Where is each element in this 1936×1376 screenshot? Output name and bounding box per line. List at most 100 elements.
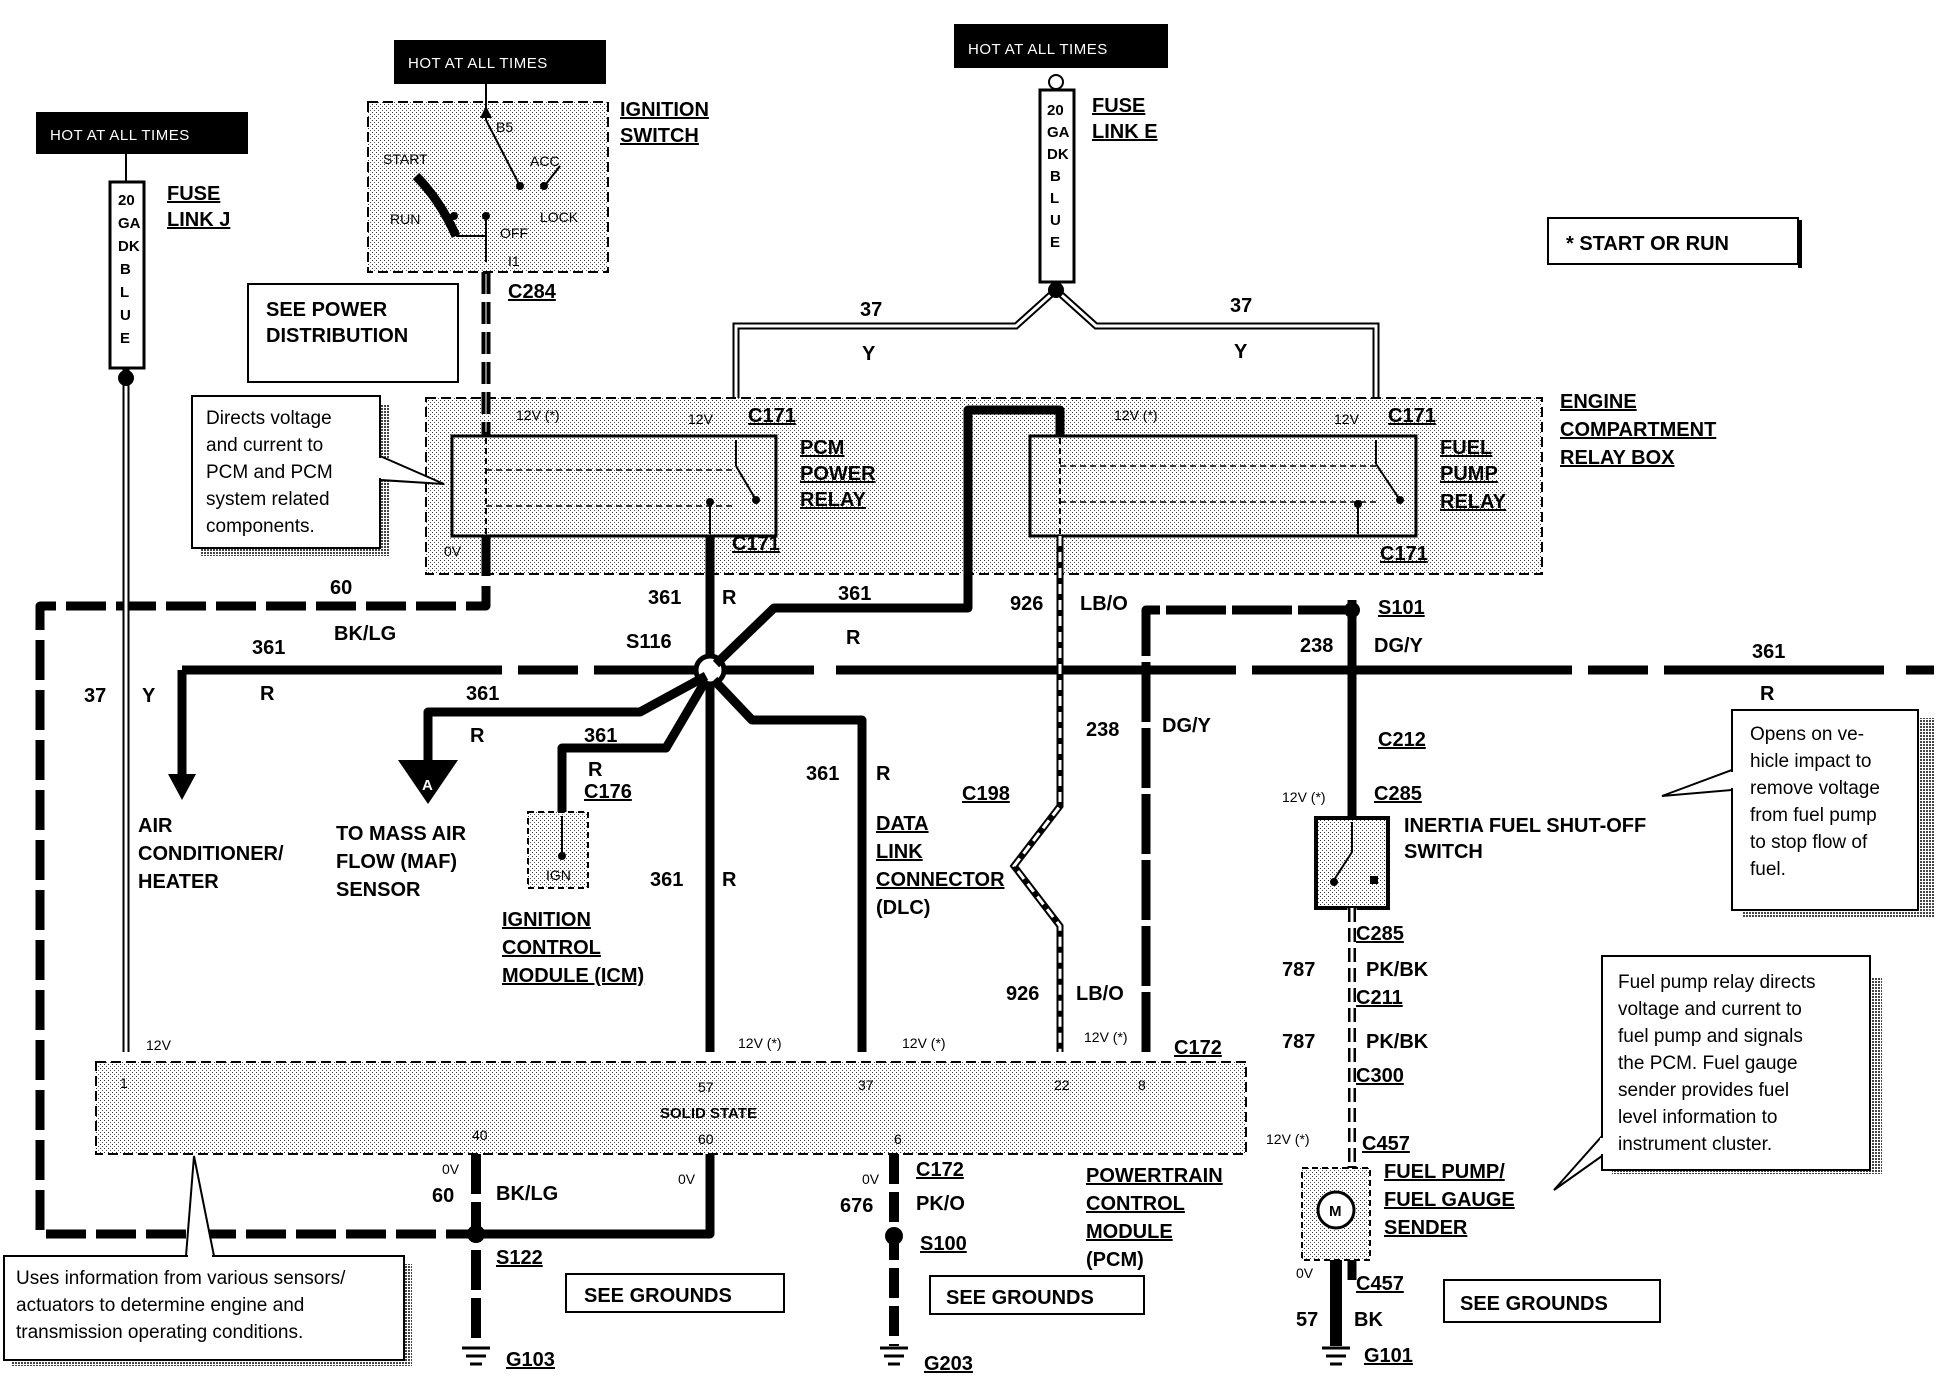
ignition-switch: B5 START ACC RUN LOCK OFF I1 IGNITION SW… <box>367 84 709 303</box>
wire-787-pkbk: C285 787 PK/BK C211 787 PK/BK C300 12V (… <box>1266 908 1429 1166</box>
svg-text:FUSE: FUSE <box>167 183 220 205</box>
svg-text:C457: C457 <box>1356 1273 1404 1295</box>
ignition-control-module: IGN IGNITION CONTROL MODULE (ICM) <box>502 811 644 987</box>
svg-text:LB/O: LB/O <box>1076 983 1124 1005</box>
svg-text:Y: Y <box>862 343 876 365</box>
svg-text:C457: C457 <box>1362 1133 1410 1155</box>
svg-text:S100: S100 <box>920 1233 967 1255</box>
svg-text:0V: 0V <box>444 543 462 559</box>
svg-text:actuators to determine engine: actuators to determine engine and <box>16 1295 304 1316</box>
svg-text:S101: S101 <box>1378 597 1425 619</box>
fuse-link-e: 20 GA DK B L U E FUSE LINK E <box>1038 74 1158 284</box>
wire-676-pko: 0V C172 676 PK/O S100 G203 <box>840 1154 973 1375</box>
engine-compartment-relay-box: ENGINE COMPARTMENT RELAY BOX <box>425 391 1716 575</box>
svg-text:12V (*): 12V (*) <box>1114 407 1158 423</box>
ground-icon <box>1322 1346 1350 1366</box>
svg-text:and current to: and current to <box>206 435 323 456</box>
svg-text:I1: I1 <box>508 253 520 269</box>
svg-text:361: 361 <box>466 683 499 705</box>
svg-text:the PCM. Fuel gauge: the PCM. Fuel gauge <box>1618 1053 1798 1074</box>
svg-text:SOLID STATE: SOLID STATE <box>660 1105 757 1122</box>
svg-text:G101: G101 <box>1364 1345 1413 1367</box>
svg-text:R: R <box>846 627 861 649</box>
svg-text:12V: 12V <box>146 1037 172 1053</box>
svg-text:fuel pump and signals: fuel pump and signals <box>1618 1026 1803 1047</box>
svg-text:60: 60 <box>432 1185 454 1207</box>
powertrain-control-module: 1 57 37 22 8 40 60 6 SOLID STATE 12V 12V… <box>95 1029 1247 1271</box>
svg-text:DG/Y: DG/Y <box>1162 715 1212 737</box>
svg-text:DK: DK <box>1047 146 1069 163</box>
wire-37-y-relay-feed: 37 37 Y Y <box>732 282 1380 422</box>
svg-text:M: M <box>1329 1203 1342 1220</box>
svg-text:BK/LG: BK/LG <box>496 1183 558 1205</box>
svg-text:8: 8 <box>1138 1077 1146 1093</box>
svg-text:C172: C172 <box>1174 1037 1222 1059</box>
svg-text:DG/Y: DG/Y <box>1374 635 1424 657</box>
svg-text:CONTROL: CONTROL <box>1086 1193 1185 1215</box>
start-or-run-note: * START OR RUN <box>1547 217 1802 268</box>
mass-air-flow-sensor: TO MASS AIR FLOW (MAF) SENSOR <box>336 823 467 901</box>
svg-text:361: 361 <box>584 725 617 747</box>
svg-text:Y: Y <box>1234 341 1248 363</box>
svg-text:FUEL PUMP/: FUEL PUMP/ <box>1384 1161 1505 1183</box>
svg-text:HEATER: HEATER <box>138 871 219 893</box>
svg-text:FUEL: FUEL <box>1440 437 1492 459</box>
svg-text:CONTROL: CONTROL <box>502 937 601 959</box>
svg-text:12V (*): 12V (*) <box>1084 1029 1128 1045</box>
svg-text:IGNITION: IGNITION <box>502 909 591 931</box>
svg-text:C171: C171 <box>1380 543 1428 565</box>
svg-text:U: U <box>120 307 131 324</box>
svg-text:FUEL GAUGE: FUEL GAUGE <box>1384 1189 1515 1211</box>
svg-text:Directs voltage: Directs voltage <box>206 408 332 429</box>
svg-text:fuel.: fuel. <box>1750 859 1786 880</box>
svg-text:level information to: level information to <box>1618 1107 1777 1128</box>
svg-text:12V (*): 12V (*) <box>1282 789 1326 805</box>
wire-60-bklg-ground: 0V 0V 60 BK/LG S122 G103 <box>432 1154 715 1371</box>
see-grounds-2: SEE GROUNDS <box>929 1275 1145 1315</box>
svg-text:voltage and current to: voltage and current to <box>1618 999 1802 1020</box>
ground-icon <box>880 1346 908 1366</box>
svg-text:POWER: POWER <box>800 463 876 485</box>
svg-text:from fuel pump: from fuel pump <box>1750 805 1877 826</box>
svg-text:GA: GA <box>118 215 141 232</box>
svg-text:37: 37 <box>84 685 106 707</box>
pcm-power-relay: 12V (*) 12V C171 PCM POWER RELAY 0V C171 <box>444 405 876 559</box>
svg-text:0V: 0V <box>862 1171 880 1187</box>
svg-text:SWITCH: SWITCH <box>1404 841 1483 863</box>
svg-text:AIR: AIR <box>138 815 173 837</box>
svg-text:361: 361 <box>252 637 285 659</box>
svg-text:R: R <box>1760 683 1775 705</box>
svg-text:12V (*): 12V (*) <box>516 407 560 423</box>
svg-text:37: 37 <box>858 1077 874 1093</box>
svg-text:361: 361 <box>838 583 871 605</box>
svg-text:BK: BK <box>1354 1309 1383 1331</box>
svg-text:787: 787 <box>1282 1031 1315 1053</box>
svg-text:A: A <box>422 777 433 794</box>
svg-text:HOT AT ALL TIMES: HOT AT ALL TIMES <box>408 55 548 72</box>
svg-text:12V (*): 12V (*) <box>1266 1131 1310 1147</box>
svg-text:B5: B5 <box>496 119 513 135</box>
svg-text:IGNITION: IGNITION <box>620 99 709 121</box>
svg-text:PK/BK: PK/BK <box>1366 1031 1429 1053</box>
svg-text:C171: C171 <box>1388 405 1436 427</box>
svg-text:RELAY BOX: RELAY BOX <box>1560 447 1675 469</box>
svg-text:C171: C171 <box>748 405 796 427</box>
svg-text:SWITCH: SWITCH <box>620 125 699 147</box>
svg-text:IGN: IGN <box>546 867 571 883</box>
svg-text:20: 20 <box>1047 102 1064 119</box>
svg-text:Uses information from various: Uses information from various sensors/ <box>16 1268 346 1289</box>
svg-text:926: 926 <box>1010 593 1043 615</box>
svg-text:L: L <box>1050 190 1059 207</box>
wire-361-r-maf: A 361 R <box>398 672 709 804</box>
svg-text:LINK E: LINK E <box>1092 121 1158 143</box>
svg-text:12V: 12V <box>688 411 714 427</box>
svg-text:R: R <box>588 759 603 781</box>
svg-text:SENDER: SENDER <box>1384 1217 1468 1239</box>
svg-text:OFF: OFF <box>500 225 528 241</box>
svg-text:SEE GROUNDS: SEE GROUNDS <box>584 1285 732 1307</box>
svg-text:PCM and PCM: PCM and PCM <box>206 462 333 483</box>
hot-label-fuse-e: HOT AT ALL TIMES <box>954 24 1168 68</box>
svg-text:FUSE: FUSE <box>1092 95 1145 117</box>
svg-text:0V: 0V <box>1296 1265 1314 1281</box>
svg-text:40: 40 <box>472 1127 488 1143</box>
